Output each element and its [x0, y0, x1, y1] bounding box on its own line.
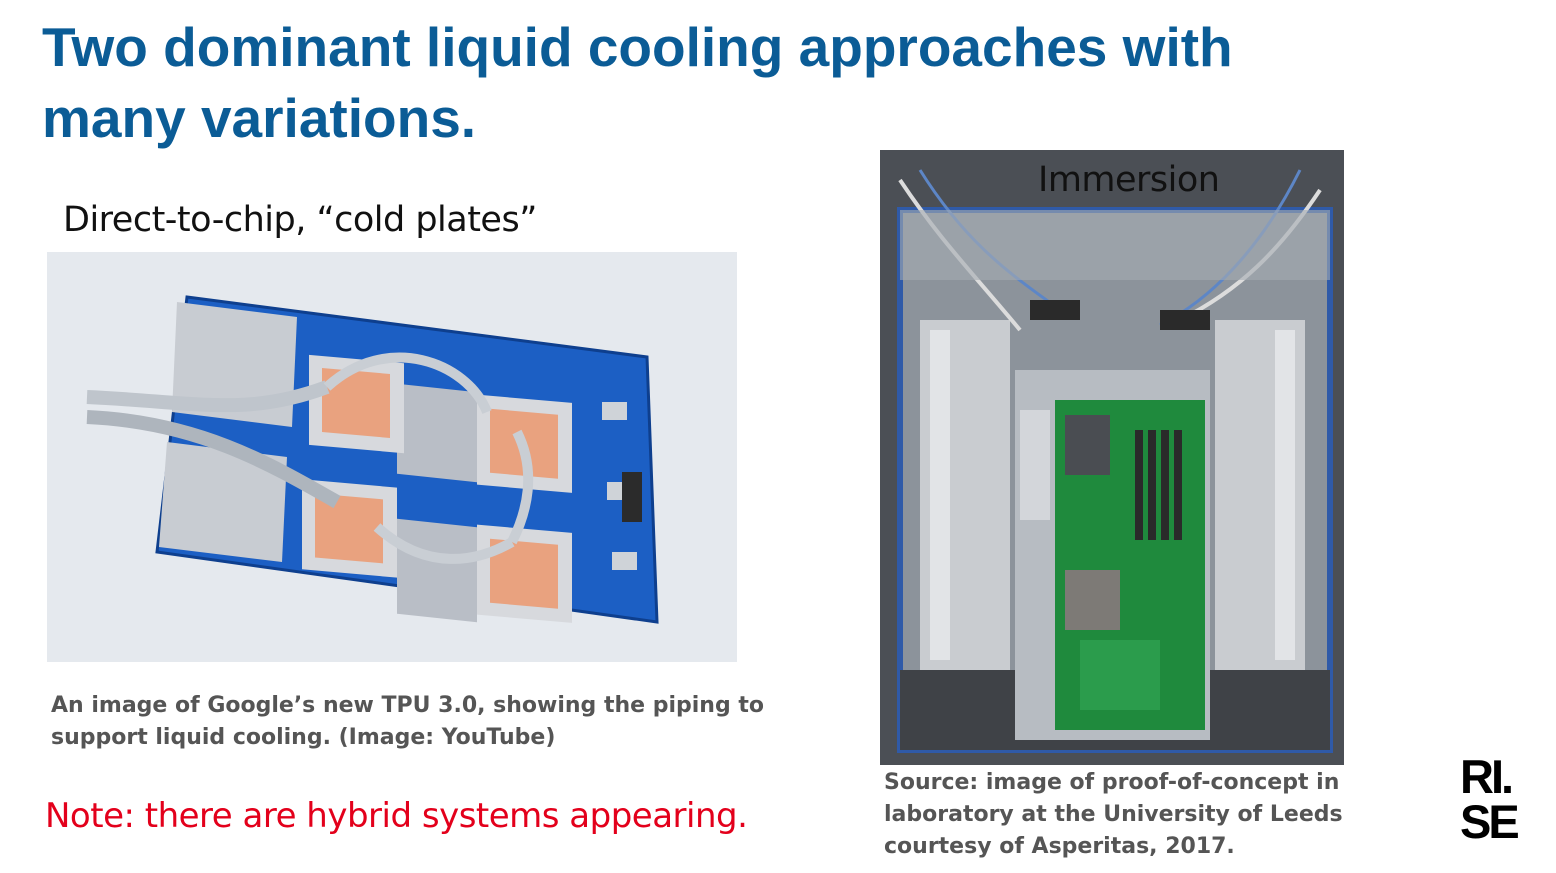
tpu-photo-caption: An image of Google’s new TPU 3.0, showin… [51, 693, 764, 750]
logo-line-2: SE [1460, 795, 1520, 848]
direct-to-chip-label: Direct-to-chip, “cold plates” [63, 200, 537, 240]
immersion-label: Immersion [1038, 160, 1220, 200]
slide-title: Two dominant liquid cooling approaches w… [42, 16, 1233, 149]
immersion-tank-photo [880, 150, 1344, 765]
tpu-board-photo [47, 252, 737, 662]
immersion-photo-caption: Source: image of proof-of-concept in lab… [884, 770, 1343, 859]
rise-logo: RI. SE [1460, 750, 1540, 849]
hybrid-systems-note: Note: there are hybrid systems appearing… [45, 796, 748, 836]
logo-line-1: RI. [1460, 750, 1514, 803]
